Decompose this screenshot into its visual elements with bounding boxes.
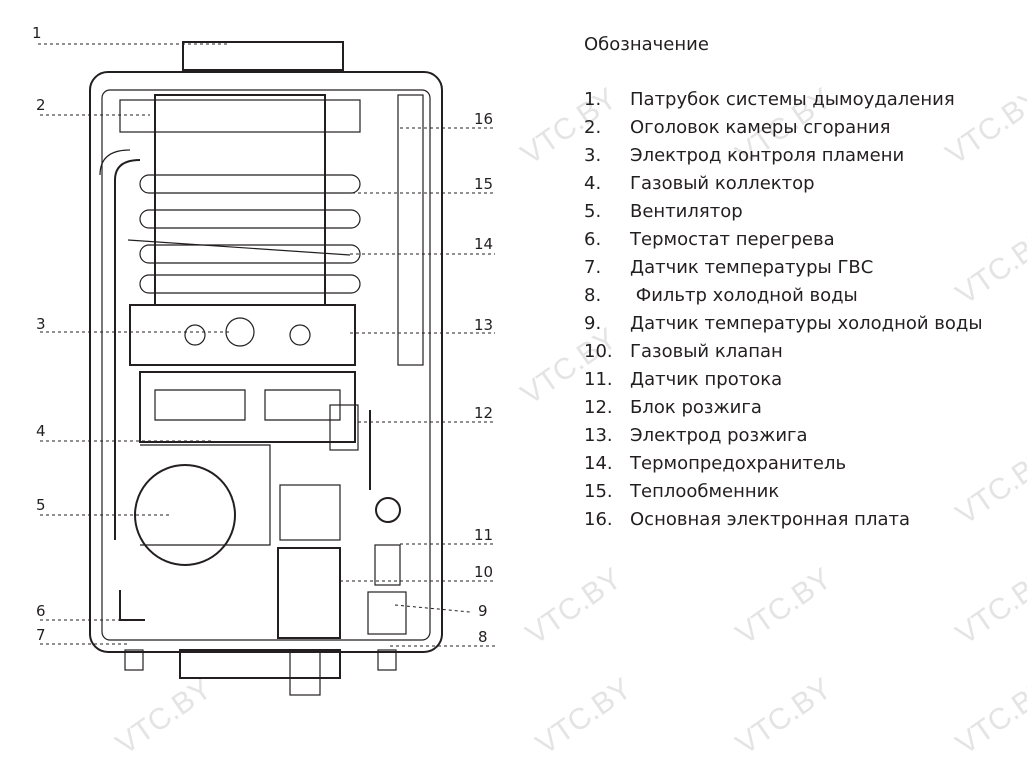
legend-number: 15. xyxy=(584,481,613,502)
legend-label: Электрод розжига xyxy=(630,425,808,446)
legend-number: 7. xyxy=(584,257,602,278)
legend-number: 3. xyxy=(584,145,602,166)
legend-label: Газовый коллектор xyxy=(630,173,815,194)
legend-number: 8. xyxy=(584,285,602,306)
legend-number: 9. xyxy=(584,313,602,334)
callout-15: 15 xyxy=(474,175,493,193)
legend-label: Термостат перегрева xyxy=(630,229,835,250)
legend-item: 8. Фильтр холодной воды xyxy=(584,282,983,310)
callout-2: 2 xyxy=(36,96,46,114)
legend-item: 2. Оголовок камеры сгорания xyxy=(584,114,983,142)
legend-label: Электрод контроля пламени xyxy=(630,145,905,166)
legend-label: Датчик температуры холодной воды xyxy=(630,313,983,334)
callout-14: 14 xyxy=(474,235,493,253)
legend-item: 14. Термопредохранитель xyxy=(584,450,983,478)
legend-label: Оголовок камеры сгорания xyxy=(630,117,891,138)
legend-number: 10. xyxy=(584,341,613,362)
legend-number: 6. xyxy=(584,229,602,250)
legend-list: 1. Патрубок системы дымоудаления 2. Оголово… xyxy=(584,86,983,534)
legend-number: 5. xyxy=(584,201,602,222)
legend-item: 3. Электрод контроля пламени xyxy=(584,142,983,170)
legend-number: 16. xyxy=(584,509,613,530)
callout-13: 13 xyxy=(474,316,493,334)
legend-number: 13. xyxy=(584,425,613,446)
callout-11: 11 xyxy=(474,526,493,544)
callout-8: 8 xyxy=(478,628,488,646)
legend-title: Обозначение xyxy=(584,34,709,55)
callouts-right: 16 15 14 13 12 11 10 9 8 xyxy=(340,110,495,647)
legend-item: 13. Электрод розжига xyxy=(584,422,983,450)
callout-3: 3 xyxy=(36,315,46,333)
callout-12: 12 xyxy=(474,404,493,422)
legend: Обозначение 1. Патрубок системы дымоудале… xyxy=(584,34,983,534)
legend-item: 4. Газовый коллектор xyxy=(584,170,983,198)
callouts-left: 1 2 3 4 5 6 7 xyxy=(32,24,232,645)
callout-1: 1 xyxy=(32,24,42,42)
legend-label: Термопредохранитель xyxy=(630,453,847,474)
legend-item: 16. Основная электронная плата xyxy=(584,506,983,534)
legend-label: Датчик протока xyxy=(630,369,783,390)
legend-label: Основная электронная плата xyxy=(630,509,910,530)
legend-number: 14. xyxy=(584,453,613,474)
legend-label: Блок розжига xyxy=(630,397,762,418)
legend-number: 11. xyxy=(584,369,613,390)
legend-item: 9. Датчик температуры холодной воды xyxy=(584,310,983,338)
legend-item: 15. Теплообменник xyxy=(584,478,983,506)
legend-item: 11. Датчик протока xyxy=(584,366,983,394)
legend-label: Газовый клапан xyxy=(630,341,783,362)
callout-16: 16 xyxy=(474,110,493,128)
legend-item: 7. Датчик температуры ГВС xyxy=(584,254,983,282)
legend-number: 2. xyxy=(584,117,602,138)
legend-label: Патрубок системы дымоудаления xyxy=(630,89,955,110)
callout-7: 7 xyxy=(36,626,46,644)
legend-item: 12. Блок розжига xyxy=(584,394,983,422)
legend-item: 10. Газовый клапан xyxy=(584,338,983,366)
legend-number: 12. xyxy=(584,397,613,418)
legend-item: 6. Термостат перегрева xyxy=(584,226,983,254)
callout-5: 5 xyxy=(36,496,46,514)
legend-label: Фильтр холодной воды xyxy=(630,285,858,306)
legend-label: Датчик температуры ГВС xyxy=(630,257,874,278)
legend-number: 4. xyxy=(584,173,602,194)
legend-label: Теплообменник xyxy=(630,481,780,502)
legend-label: Вентилятор xyxy=(630,201,743,222)
callout-6: 6 xyxy=(36,602,46,620)
legend-number: 1. xyxy=(584,89,602,110)
callout-4: 4 xyxy=(36,422,46,440)
callout-9: 9 xyxy=(478,602,488,620)
legend-item: 1. Патрубок системы дымоудаления xyxy=(584,86,983,114)
callout-10: 10 xyxy=(474,563,493,581)
device-drawing xyxy=(89,41,443,696)
legend-item: 5. Вентилятор xyxy=(584,198,983,226)
